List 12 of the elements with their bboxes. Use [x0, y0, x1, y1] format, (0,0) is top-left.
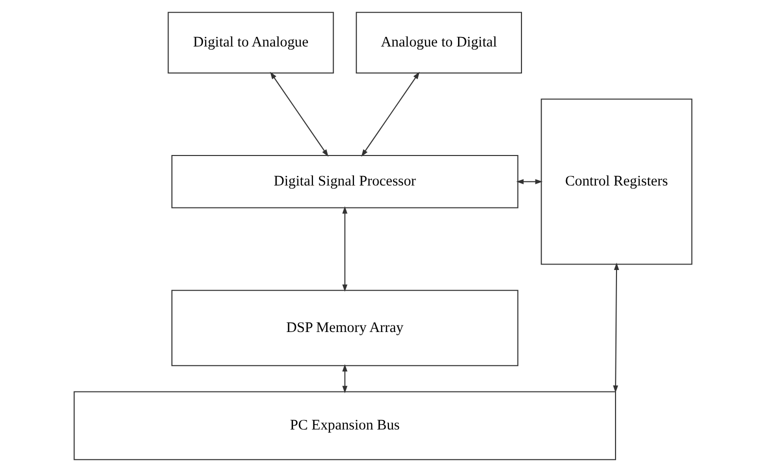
arrow — [613, 262, 620, 393]
arrow — [342, 206, 348, 292]
node-box: DSP Memory Array — [171, 290, 518, 366]
node-box: Digital to Analogue — [168, 12, 334, 74]
arrow — [361, 72, 420, 157]
node-box: Control Registers — [540, 98, 692, 265]
arrow — [516, 179, 543, 184]
arrow — [270, 72, 328, 157]
node-box: PC Expansion Bus — [74, 391, 616, 460]
arrow — [342, 364, 348, 394]
node-box: Analogue to Digital — [356, 12, 522, 74]
node-box: Digital Signal Processor — [171, 155, 518, 208]
